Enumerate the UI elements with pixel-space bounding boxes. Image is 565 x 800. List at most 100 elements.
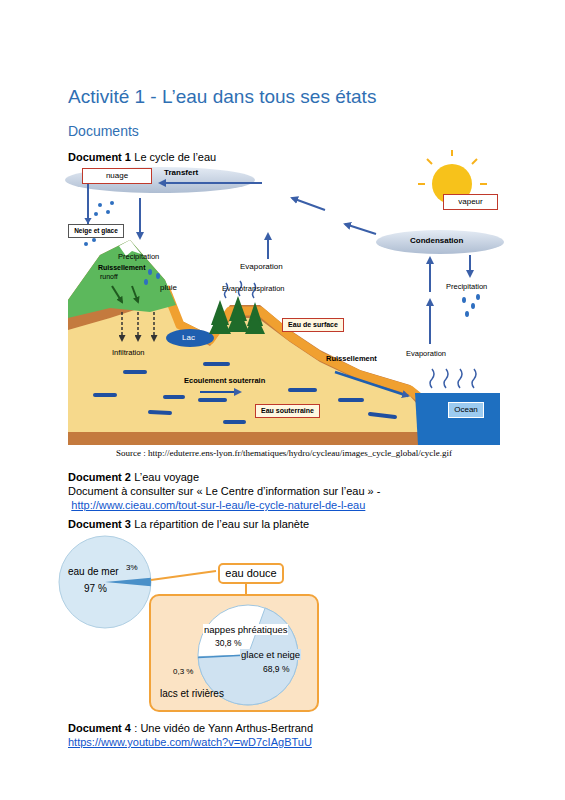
- box-text: nuage: [88, 171, 146, 181]
- terrain-part: [68, 240, 500, 445]
- diagram-label: 0,3 %: [172, 667, 194, 677]
- link-text: https://www.youtube.com/watch?v=wD7cIAgB…: [68, 736, 312, 748]
- arrows-part: [139, 198, 141, 238]
- diagram-label: runoff: [100, 273, 118, 281]
- sea-water-pie-part: [105, 578, 151, 587]
- groundwater-part: [95, 393, 115, 397]
- sun-part-part: [451, 150, 453, 156]
- arrows-part: [267, 234, 269, 259]
- diagram-label: Ruissellement: [326, 354, 377, 363]
- diagram-label: nappes phréatiques: [203, 624, 288, 635]
- box-text: vapeur: [449, 197, 492, 207]
- sun-part: [418, 150, 487, 184]
- diagram-label: eau de mer: [68, 566, 119, 578]
- text-row: Source : http://eduterre.ens-lyon.fr/the…: [68, 448, 500, 460]
- sun-part-part: [418, 183, 425, 185]
- body-text: : Une vidéo de Yann Arthus-Bertrand: [134, 722, 313, 734]
- clouds-part: [65, 167, 255, 193]
- terrain-part: [415, 393, 500, 445]
- runoff-arrows-part: [132, 286, 138, 302]
- infiltration-arrows-part: [137, 312, 139, 340]
- label-box: eau douce: [218, 563, 284, 584]
- snowflakes-part: [94, 212, 98, 216]
- text-row: Document 2L’eau voyage: [68, 470, 199, 484]
- diagram-label: Transfert: [164, 168, 198, 178]
- label-box: Ocean: [448, 402, 484, 418]
- infiltration-arrows-part: [153, 312, 155, 340]
- diagram-label: Precipitation: [446, 282, 487, 291]
- body-text: L’eau voyage: [134, 471, 199, 483]
- box-text: Eau de surface: [288, 321, 338, 329]
- snowflakes-part: [106, 210, 110, 214]
- page-title: Activité 1 - L’eau dans tous ses états: [68, 86, 376, 109]
- document-label: Document 3: [68, 518, 131, 530]
- diagram-label: Evaporation: [240, 262, 283, 272]
- diagram-label: Precipitation: [118, 252, 159, 261]
- link-text: http://www.cieau.com/tout-sur-l-eau/le-c…: [71, 499, 365, 511]
- infiltration-arrows: [122, 312, 154, 340]
- sun-part-part: [427, 159, 432, 164]
- flow-line: [87, 184, 89, 224]
- diagram-label: Ecoulement souterrain: [184, 376, 265, 385]
- rain-drops-part: [144, 279, 148, 285]
- arrows-part: [292, 198, 325, 210]
- sun-part-part: [480, 183, 487, 185]
- body-text: La répartition de l’eau sur la planète: [134, 518, 309, 530]
- arrows-part: [429, 300, 431, 344]
- text-row: https://www.youtube.com/watch?v=wD7cIAgB…: [68, 735, 312, 749]
- sea-water-pie-part: [59, 536, 151, 628]
- vapour-waves-part: [444, 369, 448, 388]
- box-text: eau douce: [225, 567, 277, 580]
- rain-drops: [144, 269, 480, 317]
- terrain-part: [68, 300, 418, 432]
- document-label: Document 1: [68, 151, 131, 163]
- arrows: [140, 183, 470, 396]
- body-text: Document à consulter sur « Le Centre d’i…: [68, 485, 380, 497]
- sea-water-pie: [59, 536, 151, 628]
- diagram-label: 97 %: [84, 583, 107, 595]
- arrows-part: [345, 224, 376, 234]
- terrain-part: [166, 329, 214, 347]
- document-label: Document 4: [68, 722, 131, 734]
- trees-part: [227, 306, 249, 332]
- diagram-label: 68,9 %: [262, 664, 290, 674]
- flow-arrow: [84, 184, 91, 224]
- diagram-label: 30,8 %: [214, 638, 242, 648]
- trees: [209, 296, 265, 334]
- rain-drops-part: [471, 303, 475, 309]
- text-row: Document à consulter sur « Le Centre d’i…: [68, 484, 500, 513]
- groundwater-part: [290, 388, 315, 392]
- terrain-part: [68, 240, 176, 318]
- groundwater: [95, 364, 395, 422]
- groundwater-part: [125, 370, 145, 374]
- body-text: Source : http://eduterre.ens-lyon.fr/the…: [116, 448, 452, 458]
- box-text: Ocean: [454, 405, 478, 415]
- fresh-water-panel-part: [150, 595, 318, 711]
- text-row: Document 3La répartition de l’eau sur la…: [68, 517, 309, 531]
- box-text: Neige et glace: [74, 227, 118, 235]
- label-box: nuage: [82, 168, 152, 184]
- diagram-label: Ruissellement: [98, 264, 145, 272]
- snowflakes-part: [92, 238, 96, 242]
- arrows-part: [160, 182, 262, 184]
- runoff-arrows: [112, 286, 138, 302]
- label-box: Eau souterraine: [255, 404, 320, 418]
- snowflakes-part: [110, 201, 114, 205]
- diagram-label: Evaporation: [406, 349, 446, 358]
- rain-drops-part: [465, 311, 469, 317]
- diagram-label: Condensation: [410, 236, 463, 246]
- groundwater-part: [165, 395, 183, 399]
- groundwater-part: [200, 398, 225, 402]
- clouds-part: [376, 230, 504, 254]
- terrain: [68, 240, 500, 445]
- sun-part-part: [472, 159, 477, 164]
- infiltration-arrows-part: [121, 312, 123, 340]
- rain-drops-part: [462, 297, 466, 303]
- groundwater-part: [225, 420, 244, 424]
- label-box: Eau de surface: [282, 318, 344, 332]
- vapour-waves-part: [430, 369, 434, 388]
- runoff-arrows-part: [112, 286, 122, 302]
- box-text: Eau souterraine: [261, 407, 314, 415]
